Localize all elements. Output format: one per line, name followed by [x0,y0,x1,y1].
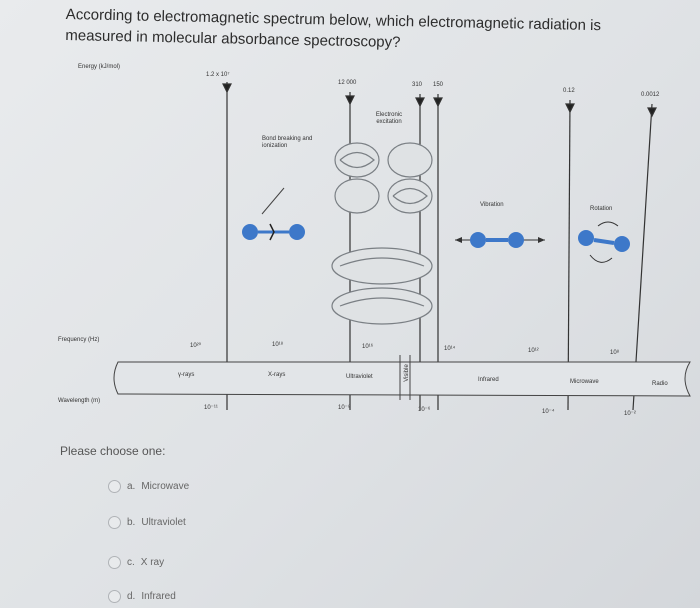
option-x-ray[interactable]: c. X ray [108,556,164,569]
wavelength-value: 10⁻⁶ [418,407,431,413]
region-label: Microwave [570,379,599,385]
option-label: Ultraviolet [141,517,186,528]
option-infrared[interactable]: d. Infrared [108,590,176,603]
energy-value: 0.12 [563,88,575,94]
energy-value: 150 [433,82,444,88]
option-letter: b. [127,517,136,528]
frequency-axis-label: Frequency (Hz) [58,337,100,343]
radio-button[interactable] [108,516,121,529]
option-ultraviolet[interactable]: b. Ultraviolet [108,516,186,529]
wavelength-value: 10⁻² [624,411,636,417]
energy-marker-lines [222,82,657,411]
question-text: According to electromagnetic spectrum be… [65,4,666,59]
energy-value: 310 [412,82,423,88]
radio-button[interactable] [108,556,121,569]
rotation-molecule-icon [578,221,630,263]
choose-prompt: Please choose one: [60,444,166,458]
wavelength-axis-label: Wavelength (m) [58,398,101,404]
radio-button[interactable] [108,480,121,493]
frequency-value: 10¹⁶ [362,344,374,350]
wavelength-value: 10⁻⁴ [542,409,555,415]
frequency-value: 10¹² [528,348,539,354]
energy-value: 12 000 [338,80,357,86]
region-label: Visible [403,364,410,382]
energy-value: 0.0012 [641,92,660,98]
frequency-value: 10¹⁴ [444,346,456,352]
energy-axis-label: Energy (kJ/mol) [78,64,121,70]
spectrum-band [113,355,691,400]
frequency-value: 10¹⁸ [272,342,284,348]
rotation-annotation: Rotation [590,206,613,212]
wavelength-value: 10⁻⁸ [338,405,351,411]
option-letter: a. [127,481,136,492]
region-label: γ-rays [178,372,195,378]
energy-value: 1.2 x 10⁷ [206,72,230,78]
option-letter: c. [127,557,135,568]
bond-breaking-molecule-icon [242,187,305,241]
frequency-value: 10⁸ [610,350,620,356]
radio-button[interactable] [108,590,121,603]
option-letter: d. [127,591,136,602]
option-microwave[interactable]: a. Microwave [108,480,189,493]
region-label: Ultraviolet [346,374,373,380]
electronic-orbital-icons [331,142,433,325]
electromagnetic-spectrum-figure [113,82,691,411]
region-label: Infrared [478,377,499,383]
option-label: Microwave [141,481,190,492]
region-label: Radio [652,381,668,387]
option-label: Infrared [141,591,176,602]
vibration-annotation: Vibration [480,202,504,208]
electronic-annotation: Electronic excitation [375,112,403,125]
region-label: X-rays [268,372,286,378]
option-label: X ray [140,557,165,568]
frequency-value: 10²⁰ [190,343,202,349]
bond-breaking-annotation: Bond breaking and ionization [262,136,313,149]
vibration-molecule-icon [455,232,545,248]
wavelength-value: 10⁻¹¹ [204,405,218,411]
